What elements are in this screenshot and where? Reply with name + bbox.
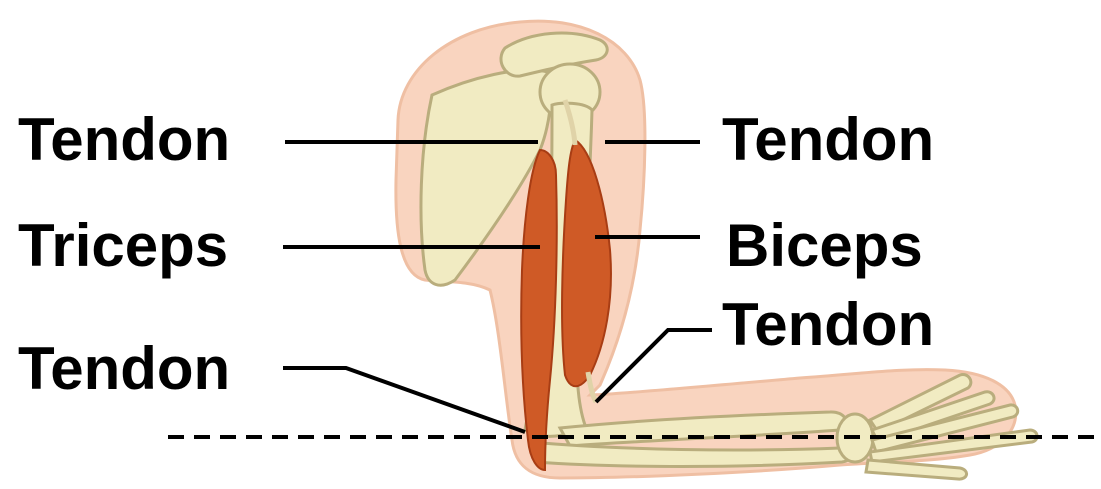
label-tendon-upper-left: Tendon (18, 106, 230, 173)
label-triceps: Triceps (18, 212, 228, 279)
label-biceps: Biceps (726, 212, 923, 279)
label-tendon-lower-left: Tendon (18, 335, 230, 402)
label-tendon-lower-right: Tendon (722, 291, 934, 358)
label-tendon-upper-right: Tendon (722, 106, 934, 173)
thumb-bone (866, 460, 967, 479)
leader-line-tendon-lower-left (283, 368, 525, 432)
